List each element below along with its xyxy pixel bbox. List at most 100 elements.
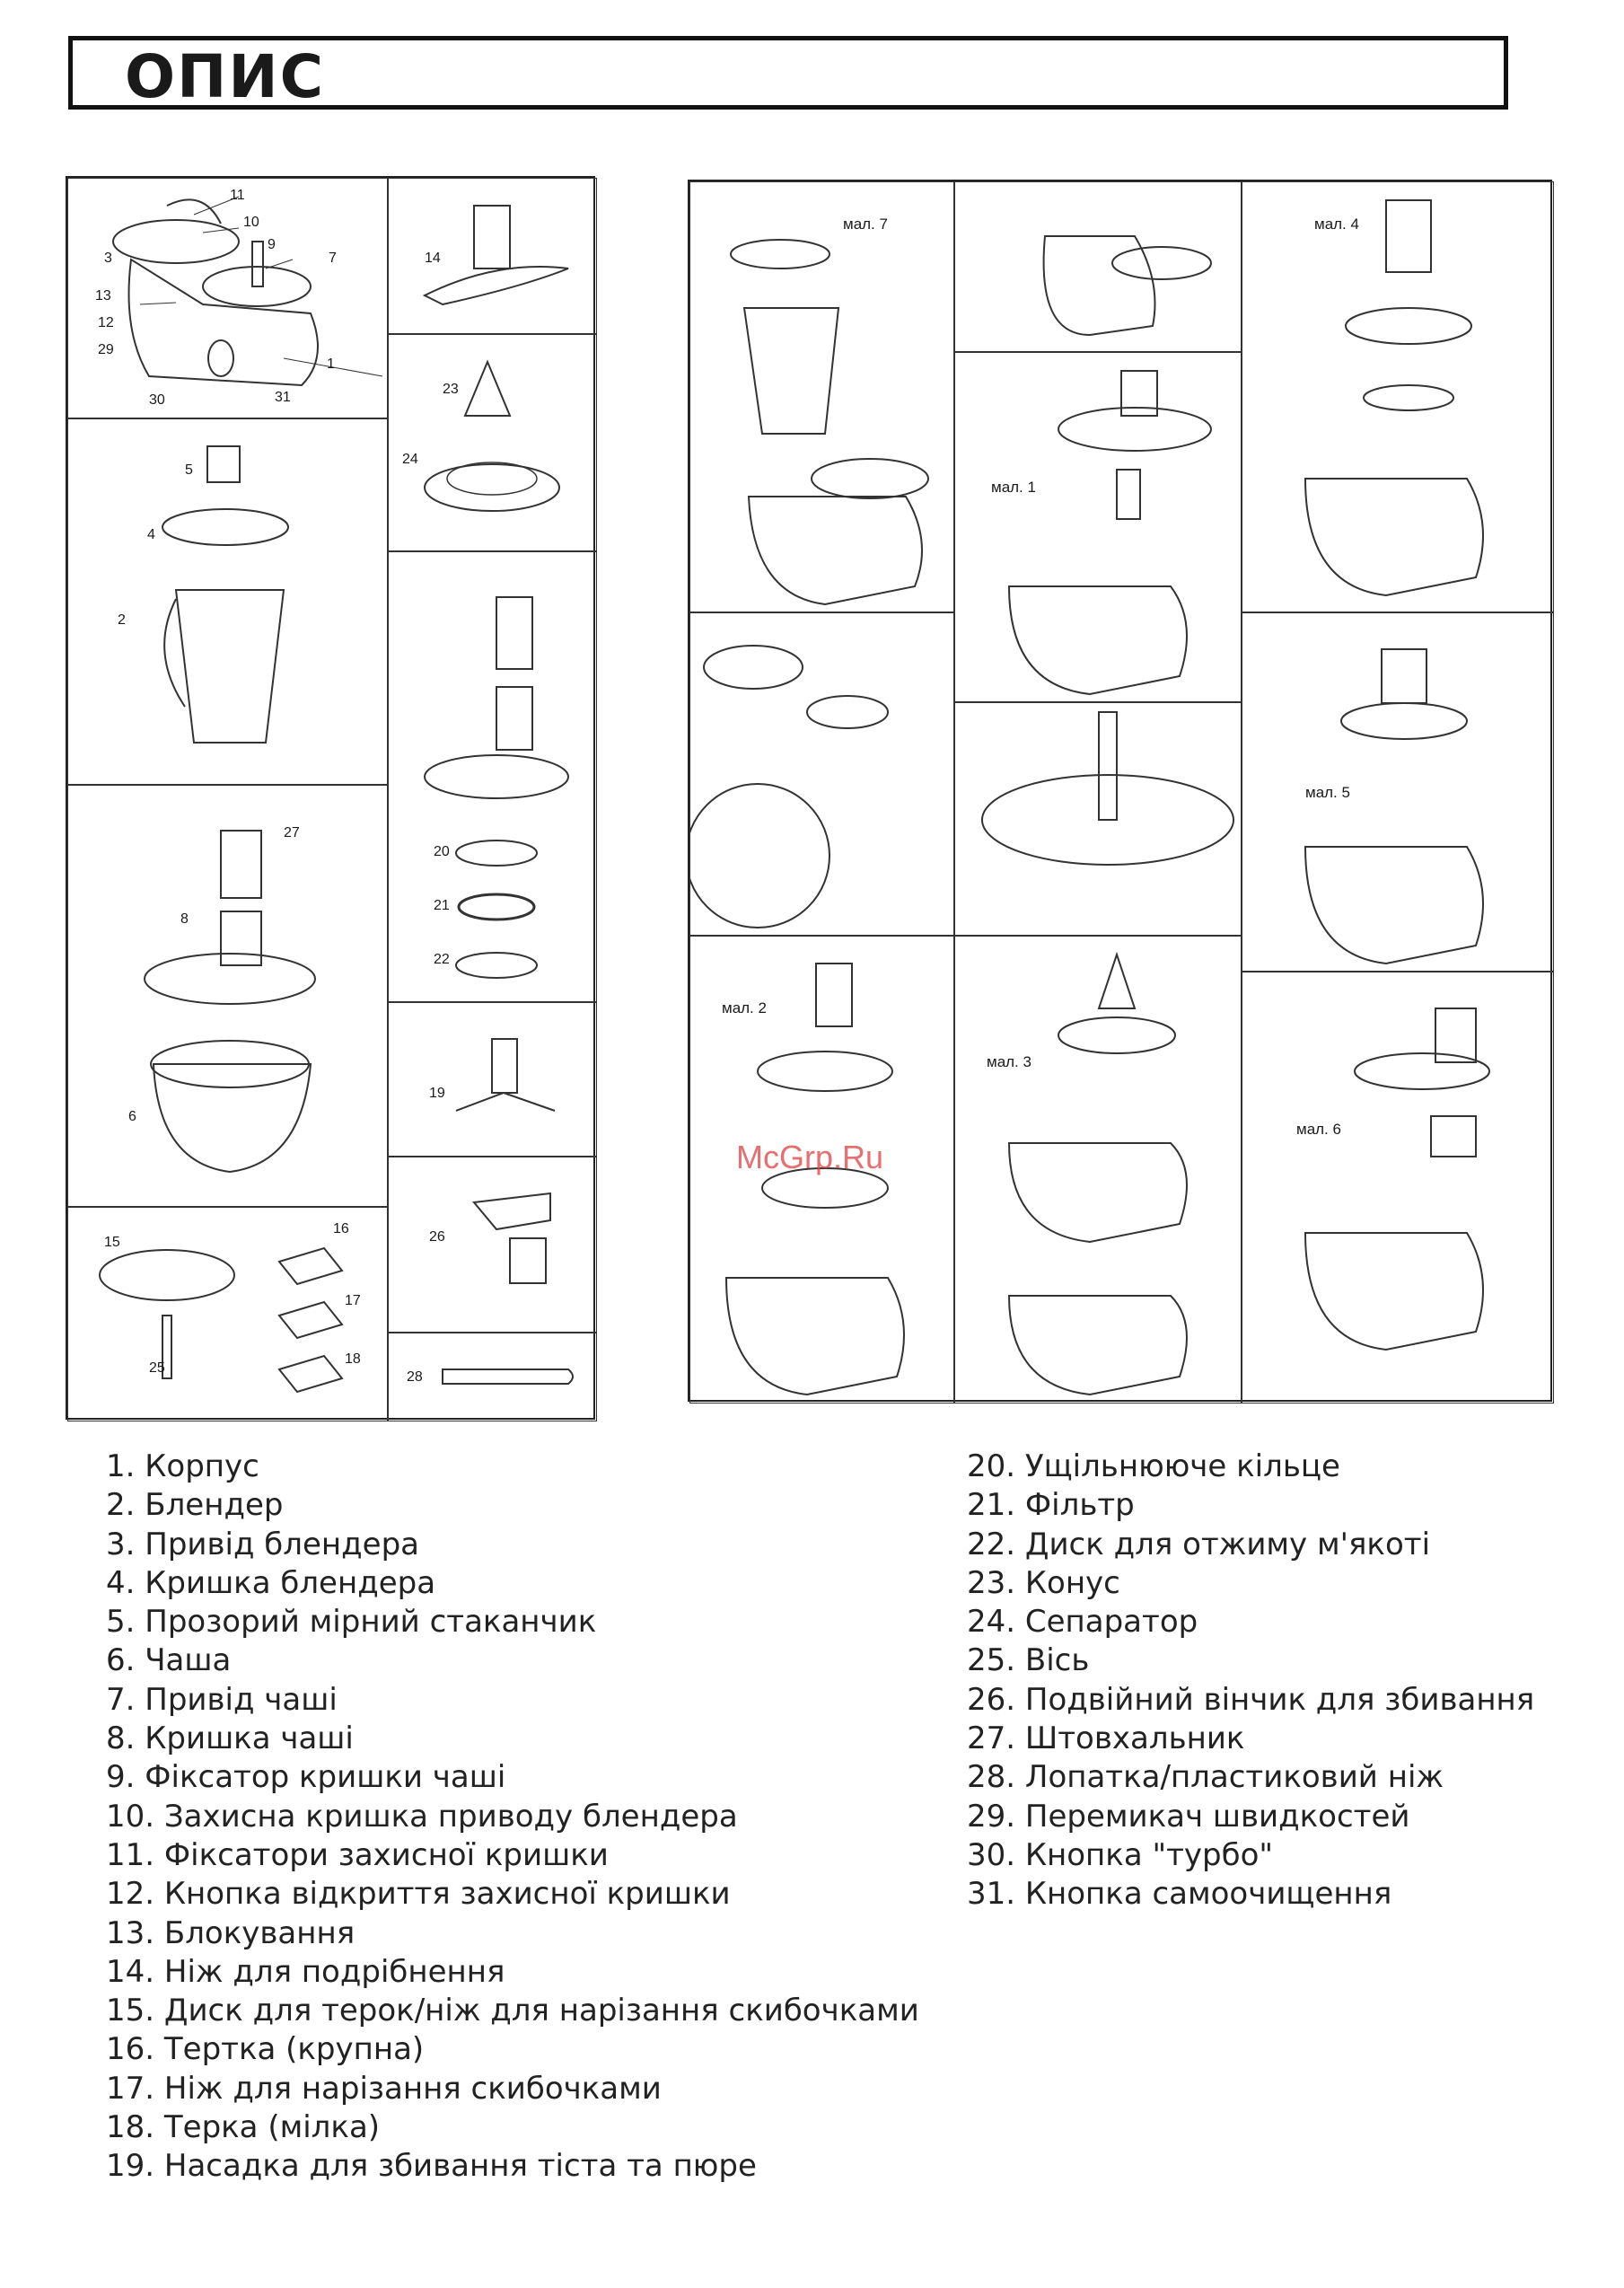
parts-figure: 11 10 3 9 7 13 12 29 1 30 31 14 23 24 xyxy=(66,176,597,1421)
callout-28: 28 xyxy=(407,1369,423,1385)
legend-item: 16. Тертка (крупна) xyxy=(106,2031,425,2068)
legend-item: 5. Прозорий мірний стаканчик xyxy=(106,1604,597,1641)
watermark: McGrp.Ru xyxy=(736,1139,884,1175)
cell-mal3: мал. 3 xyxy=(954,936,1242,1404)
callout-20: 20 xyxy=(434,844,450,859)
legend-item: 17. Ніж для нарізання скибочками xyxy=(106,2070,662,2107)
legend-item: 12. Кнопка відкриття захисної кришки xyxy=(106,1876,731,1913)
page-title: ОПИС xyxy=(125,42,326,111)
cell-spatula: 28 xyxy=(388,1333,597,1421)
assembly-mal3-illustration xyxy=(1007,951,1188,1396)
cell-blender: 5 4 2 xyxy=(67,418,388,785)
legend-item: 29. Перемикач швидкостей xyxy=(967,1798,1410,1835)
grater-discs-illustration xyxy=(99,1246,344,1394)
cell-mal5: мал. 5 xyxy=(1242,612,1554,972)
spatula-illustration xyxy=(442,1368,574,1385)
food-processor-illustration xyxy=(112,196,383,387)
callout-8: 8 xyxy=(180,911,189,927)
legend-item: 26. Подвійний вінчик для збивання xyxy=(967,1681,1535,1718)
label-mal2: мал. 2 xyxy=(722,999,767,1016)
label-mal6: мал. 6 xyxy=(1296,1121,1341,1138)
legend-item: 27. Штовхальник xyxy=(967,1720,1245,1757)
cell-mal4: мал. 4 xyxy=(1242,181,1554,612)
callout-30: 30 xyxy=(149,392,165,408)
callout-25: 25 xyxy=(149,1360,165,1376)
legend-item: 15. Диск для терок/ніж для нарізання ски… xyxy=(106,1993,919,2029)
label-mal5: мал. 5 xyxy=(1305,784,1350,801)
callout-2: 2 xyxy=(118,612,126,628)
callout-4: 4 xyxy=(147,527,155,542)
label-mal3: мал. 3 xyxy=(987,1053,1031,1070)
cell-bowl: 27 8 6 xyxy=(67,785,388,1207)
legend-item: 9. Фіксатор кришки чаші xyxy=(106,1759,506,1796)
callout-7: 7 xyxy=(329,251,337,266)
legend-item: 4. Кришка блендера xyxy=(106,1564,436,1601)
label-mal4: мал. 4 xyxy=(1314,216,1359,233)
legend-left: 1. Корпус 2. Блендер 3. Привід блендера … xyxy=(106,1448,919,2187)
legend-item: 25. Вісь xyxy=(967,1642,1090,1679)
callout-24: 24 xyxy=(402,452,418,467)
callout-17: 17 xyxy=(345,1293,361,1308)
callout-12: 12 xyxy=(98,315,114,330)
legend-item: 22. Диск для отжиму м'якоті xyxy=(967,1526,1431,1562)
legend-item: 21. Фільтр xyxy=(967,1487,1135,1524)
callout-11: 11 xyxy=(230,188,245,203)
label-mal1: мал. 1 xyxy=(991,479,1036,496)
legend-item: 24. Сепаратор xyxy=(967,1604,1198,1641)
callout-15: 15 xyxy=(104,1235,120,1250)
callout-6: 6 xyxy=(128,1109,136,1124)
label-mal7: мал. 7 xyxy=(843,216,888,233)
callout-31: 31 xyxy=(275,390,291,405)
cell-mal1: мал. 1 xyxy=(954,352,1242,702)
legend-item: 10. Захисна кришка приводу блендера xyxy=(106,1798,738,1835)
callout-9: 9 xyxy=(268,237,276,252)
callout-21: 21 xyxy=(434,898,450,913)
title-box: ОПИС xyxy=(68,36,1508,111)
callout-1: 1 xyxy=(327,356,335,372)
cell-slicing-closeup xyxy=(689,612,954,936)
assembly-mal4-illustration xyxy=(1304,199,1484,597)
kneading-tool-illustration xyxy=(455,1038,556,1112)
bowl-illustration xyxy=(144,830,316,1174)
legend-item: 31. Кнопка самоочищення xyxy=(967,1876,1392,1913)
legend-item: 7. Привід чаші xyxy=(106,1681,338,1718)
legend-item: 30. Кнопка "турбо" xyxy=(967,1836,1274,1873)
callout-27: 27 xyxy=(284,825,300,840)
legend-item: 14. Ніж для подрібнення xyxy=(106,1953,505,1990)
cell-juicer: 20 21 22 xyxy=(388,551,597,1002)
callout-26: 26 xyxy=(429,1229,445,1245)
legend-item: 8. Кришка чаші xyxy=(106,1720,354,1757)
juicer-illustration xyxy=(424,596,569,979)
assembly-mal2-illustration xyxy=(724,963,905,1396)
legend-item: 3. Привід блендера xyxy=(106,1526,419,1562)
callout-5: 5 xyxy=(185,462,193,478)
chopping-blade-illustration xyxy=(422,205,569,306)
callout-13: 13 xyxy=(95,288,111,304)
cell-mal2: мал. 2 xyxy=(689,936,954,1404)
cell-mal6: мал. 6 xyxy=(1242,972,1554,1404)
cell-chopping-blade: 14 xyxy=(388,178,597,334)
callout-18: 18 xyxy=(345,1351,361,1367)
legend-item: 6. Чаша xyxy=(106,1642,232,1679)
assembly-mal6-illustration xyxy=(1304,1008,1490,1351)
legend-item: 28. Лопатка/пластиковий ніж xyxy=(967,1759,1444,1796)
cell-main-unit: 11 10 3 9 7 13 12 29 1 30 31 xyxy=(67,178,388,418)
legend-item: 13. Блокування xyxy=(106,1914,356,1951)
callout-16: 16 xyxy=(333,1221,349,1236)
legend-item: 18. Терка (мілка) xyxy=(106,2109,381,2146)
blender-jug-illustration xyxy=(162,445,289,744)
legend-right: 20. Ущільнююче кільце 21. Фільтр 22. Дис… xyxy=(967,1448,1534,1914)
assembly-mal7-illustration xyxy=(730,239,929,606)
cell-top-mid xyxy=(954,181,1242,352)
assembly-mal5-illustration xyxy=(1304,648,1484,965)
cell-grater-discs: 15 16 17 18 25 xyxy=(67,1207,388,1421)
cell-hands-disc xyxy=(954,702,1242,936)
callout-14: 14 xyxy=(425,251,441,266)
callout-22: 22 xyxy=(434,952,450,967)
callout-10: 10 xyxy=(243,215,259,230)
cell-citrus-press: 23 24 xyxy=(388,334,597,551)
callout-23: 23 xyxy=(443,382,459,397)
disc-assembly-hands-illustration xyxy=(981,711,1234,866)
legend-item: 19. Насадка для збивання тіста та пюре xyxy=(106,2148,757,2185)
slicing-disc-closeup-illustration xyxy=(690,645,889,928)
